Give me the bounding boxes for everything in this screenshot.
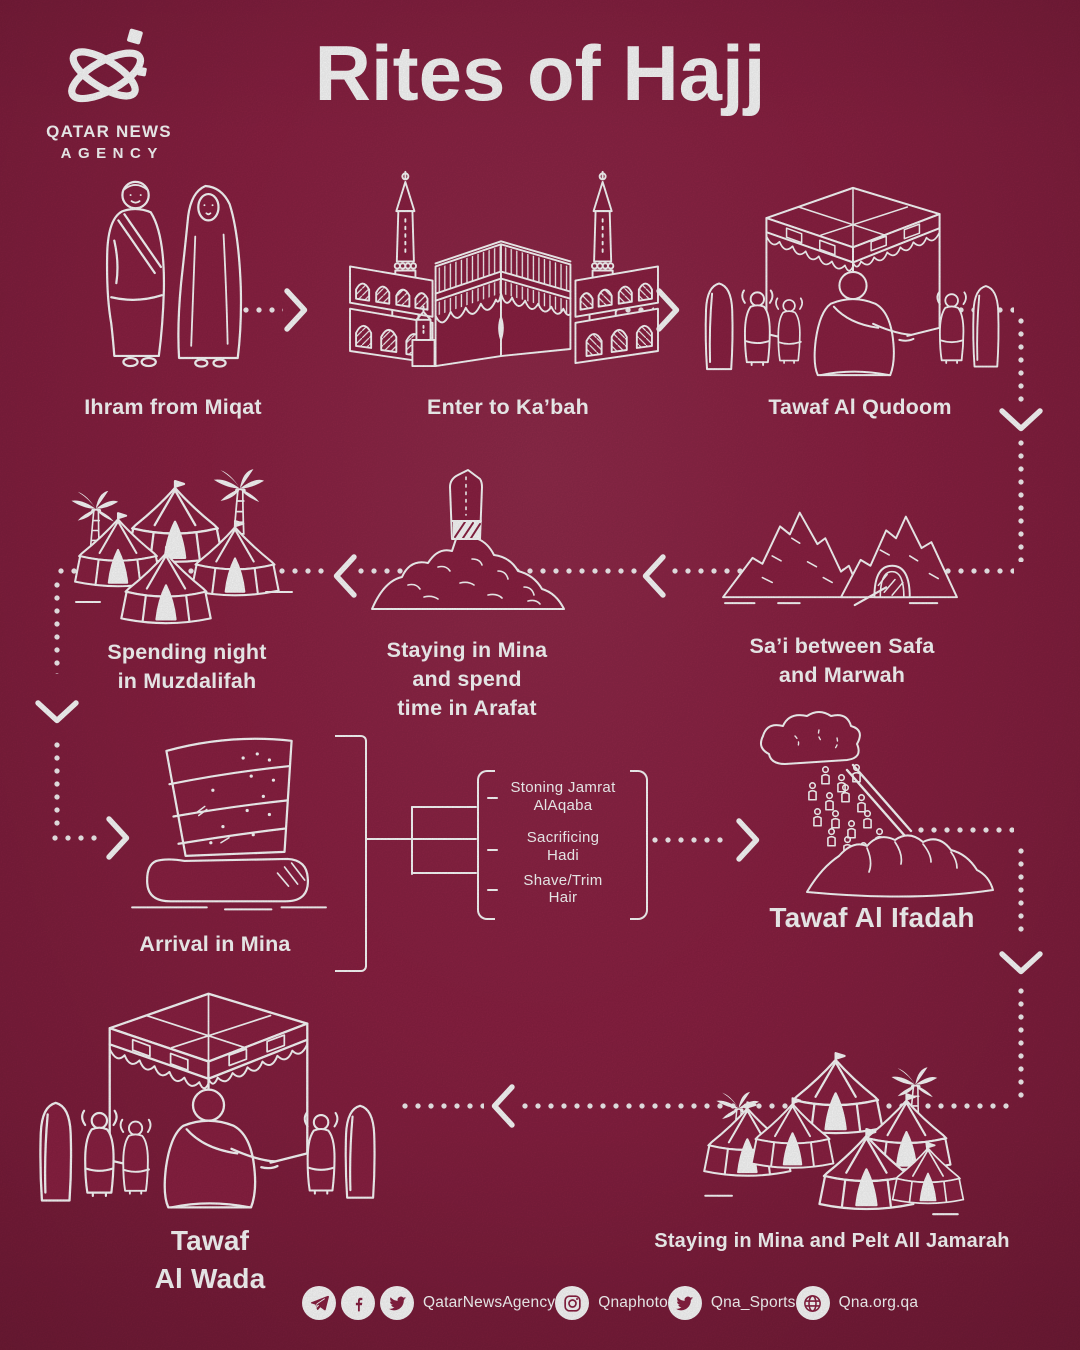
step-label-enter-kabah: Enter to Ka’bah (427, 395, 589, 419)
flow-dotted-line (402, 1103, 484, 1109)
flow-arrow-left (642, 554, 666, 598)
flow-dotted-line (1018, 440, 1024, 562)
rite-item-shave: Shave/Trim Hair (523, 871, 603, 907)
step-label-pelt: Staying in Mina and Pelt All Jamarah (654, 1230, 1010, 1252)
facebook-icon (341, 1286, 375, 1320)
flow-dotted-line (1018, 848, 1024, 936)
tawaf-wada-illustration (36, 988, 381, 1212)
step-label-wada: Tawaf Al Wada (154, 1225, 266, 1294)
step-label-sai: Sa’i between Safa and Marwah (749, 634, 935, 687)
twitter-icon (380, 1286, 414, 1320)
social-account-qnasports: Qna_Sports (667, 1286, 796, 1320)
social-handle: Qna_Sports (710, 1294, 796, 1311)
bracket-fork-line (411, 806, 477, 809)
tawaf-ifadah-illustration (742, 708, 1014, 898)
flow-arrow-down (35, 700, 79, 724)
masjid-kabah-illustration (348, 168, 660, 376)
flow-arrow-right (284, 288, 308, 332)
flow-arrow-left (491, 1084, 515, 1128)
step-label-muzdalifah: Spending night in Muzdalifah (107, 640, 267, 693)
flow-dotted-line (54, 582, 60, 674)
bracket-fork (411, 806, 414, 875)
safa-marwah-illustration (715, 495, 965, 608)
mina-camp-illustration (695, 1035, 967, 1223)
flow-arrow-right (736, 818, 760, 862)
flow-dotted-line (1018, 988, 1024, 1098)
mina-group-bracket (335, 735, 367, 972)
globe-icon (795, 1286, 830, 1320)
arafat-monument-illustration (368, 462, 568, 614)
flow-arrow-right (656, 288, 680, 332)
jamarat-pillar-illustration (122, 715, 334, 913)
social-icons (302, 1286, 414, 1320)
bracket-connector (365, 838, 413, 841)
bracket-fork-line (411, 838, 477, 841)
tawaf-qudoom-illustration (702, 182, 1004, 380)
flow-dotted-line (54, 742, 60, 832)
muzdalifah-tents-illustration (66, 460, 306, 632)
step-label-mina-arrival: Arrival in Mina (139, 932, 291, 956)
social-account-qnaphoto: Qnaphoto (555, 1286, 668, 1320)
mina-rites-list: Stoning Jamrat AlAqaba Sacrificing Hadi … (498, 779, 628, 907)
flow-arrow-down (999, 951, 1043, 975)
bracket-fork-line (411, 872, 477, 875)
rites-bracket-right (630, 770, 648, 920)
flow-dotted-line (52, 835, 104, 841)
step-label-ihram: Ihram from Miqat (84, 395, 262, 419)
flow-arrow-right (106, 816, 130, 860)
brand-name-line2: AGENCY (60, 145, 164, 162)
step-label-ifadah: Tawaf Al Ifadah (769, 902, 975, 933)
social-footer: QatarNewsAgency Qnaphoto Qna_Sports Qna.… (302, 1281, 918, 1325)
social-handle: Qnaphoto (598, 1294, 668, 1311)
social-account-website: Qna.org.qa (795, 1286, 919, 1320)
rite-item-stoning: Stoning Jamrat AlAqaba (510, 779, 616, 814)
social-handle: QatarNewsAgency (423, 1294, 556, 1311)
page-title: Rites of Hajj (314, 29, 766, 117)
social-account-qna: QatarNewsAgency (302, 1286, 555, 1320)
telegram-icon (302, 1286, 336, 1320)
step-label-qudoom: Tawaf Al Qudoom (768, 395, 952, 419)
flow-dotted-line (1018, 318, 1024, 402)
brand-name-line1: QATAR NEWS (46, 122, 172, 141)
rites-bracket-left (477, 770, 495, 920)
instagram-icon (555, 1286, 590, 1320)
ihram-pilgrims-illustration (88, 172, 260, 378)
social-handle: Qna.org.qa (838, 1294, 919, 1311)
twitter-icon (667, 1286, 702, 1320)
flow-arrow-left (333, 554, 357, 598)
rite-item-sacrifice: Sacrificing Hadi (526, 829, 600, 865)
flow-dotted-line (652, 837, 730, 843)
flow-arrow-down (999, 408, 1043, 432)
step-label-mina-arafat: Staying in Mina and spend time in Arafat (386, 638, 548, 720)
